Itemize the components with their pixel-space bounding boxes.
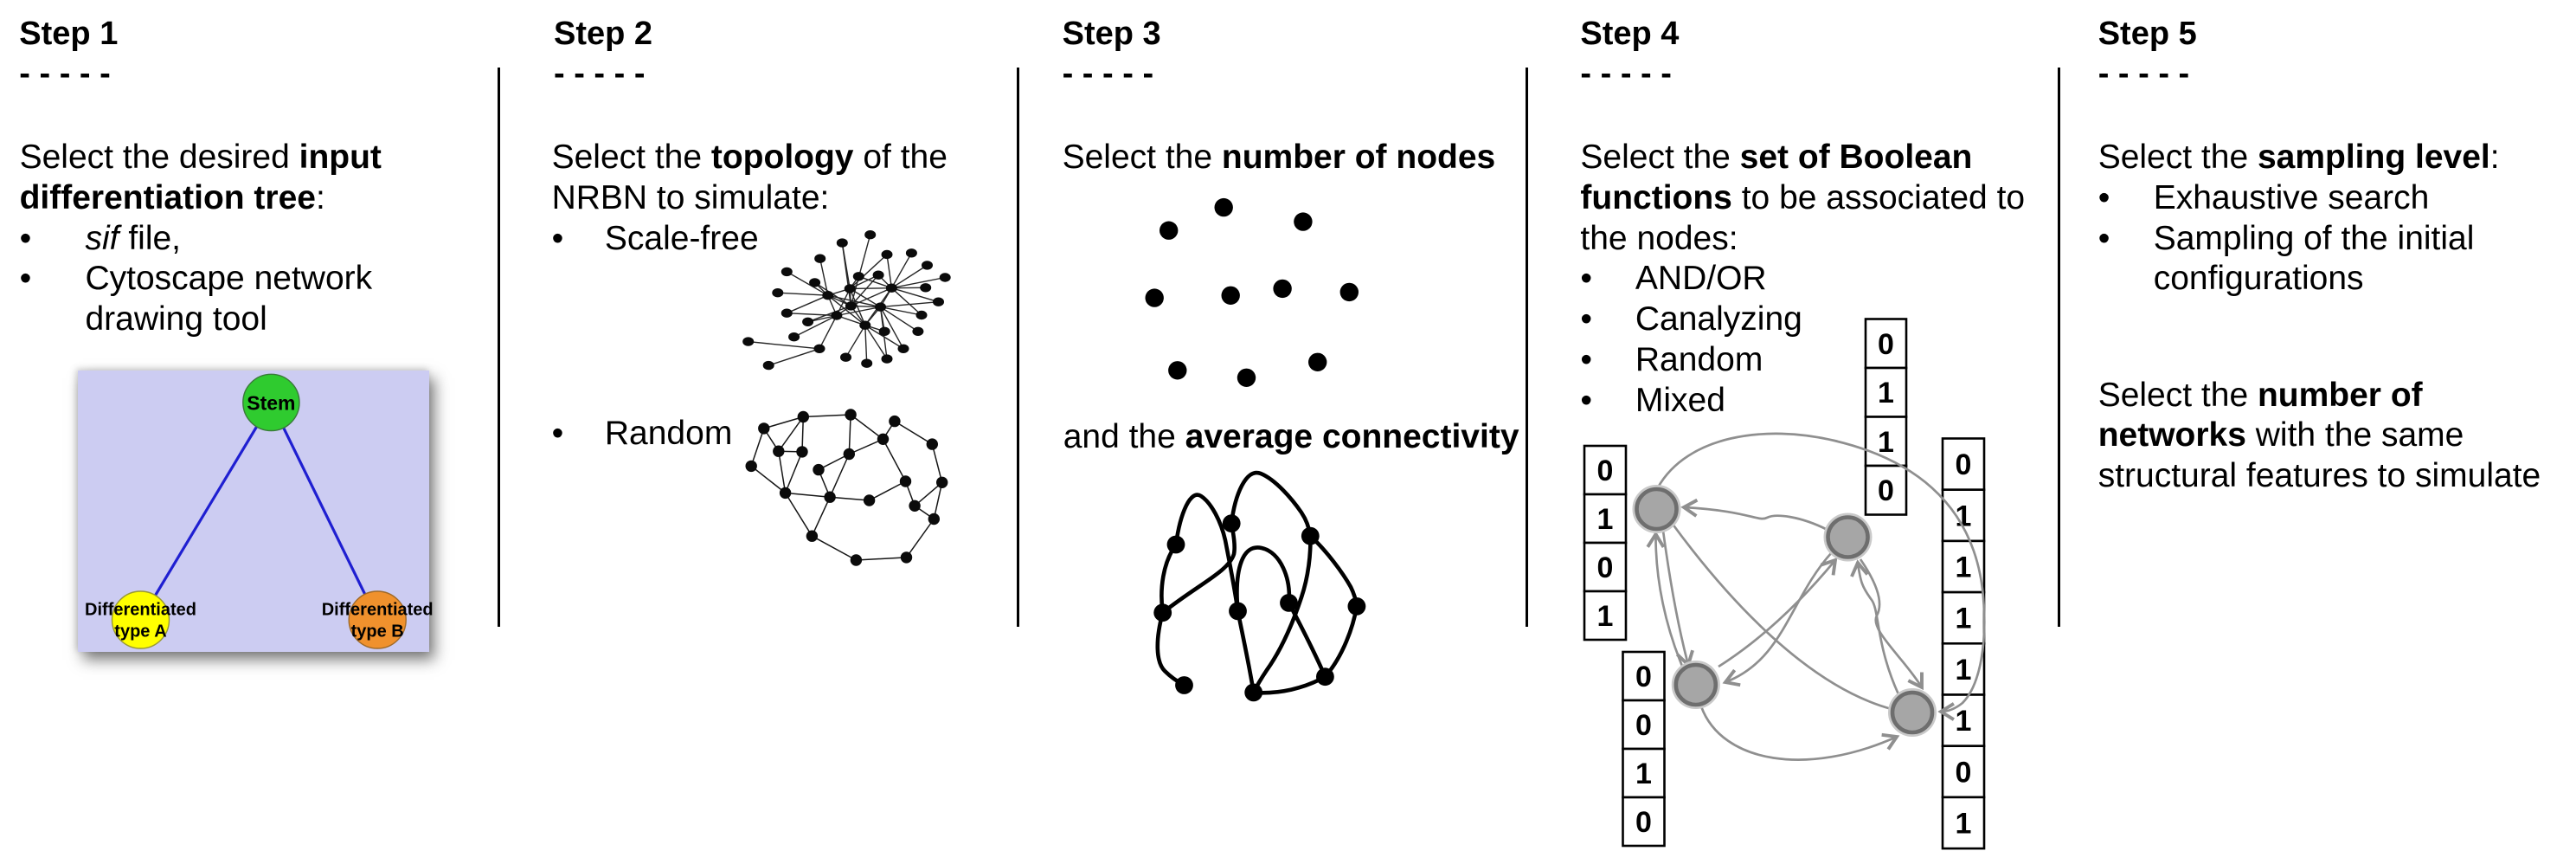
svg-text:0: 0	[1597, 551, 1614, 584]
svg-text:Stem: Stem	[247, 392, 295, 415]
svg-text:1: 1	[1956, 705, 1972, 738]
svg-text:1: 1	[1635, 758, 1652, 790]
svg-text:0: 0	[1597, 455, 1614, 487]
svg-text:1: 1	[1878, 426, 1894, 459]
svg-text:type A: type A	[114, 622, 166, 641]
svg-text:1: 1	[1956, 500, 1972, 532]
svg-text:0: 0	[1878, 474, 1894, 507]
svg-text:1: 1	[1956, 603, 1972, 635]
svg-text:1: 1	[1878, 377, 1894, 409]
svg-text:0: 0	[1635, 709, 1652, 742]
svg-text:Differentiated: Differentiated	[322, 601, 434, 620]
svg-text:Differentiated: Differentiated	[85, 601, 196, 620]
svg-text:1: 1	[1956, 551, 1972, 584]
svg-text:type B: type B	[351, 622, 404, 641]
svg-text:0: 0	[1956, 448, 1972, 481]
svg-text:1: 1	[1597, 600, 1614, 633]
svg-text:1: 1	[1956, 654, 1972, 687]
svg-text:0: 0	[1635, 806, 1652, 839]
svg-text:1: 1	[1956, 808, 1972, 841]
svg-text:0: 0	[1956, 756, 1972, 789]
svg-text:1: 1	[1597, 503, 1614, 536]
svg-text:0: 0	[1635, 661, 1652, 693]
svg-text:0: 0	[1878, 328, 1894, 361]
